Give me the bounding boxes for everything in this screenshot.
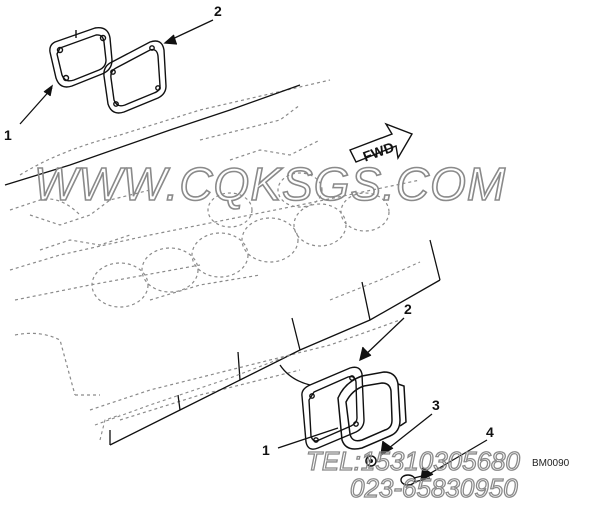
callout-bottom-1: 1 [262,442,270,458]
callout-bottom-4: 4 [486,424,494,440]
block-top-edge [4,84,301,186]
lower-housing-edge [109,239,441,446]
bottom-cover-part-1 [337,371,407,450]
watermark-url: WWW.CQKSGS.COM [34,158,506,210]
lower-housing-dotted-face [94,261,421,441]
seal-part-3 [365,455,377,467]
cylinder-bores [91,172,390,308]
top-gasket-part-2 [103,40,167,114]
top-cover-part-1 [49,27,113,88]
watermark-tel: TEL:15310305680 [306,446,521,476]
callout-top-1: 1 [4,127,12,143]
callout-top-2: 2 [214,3,222,19]
leader-lines [19,19,488,482]
watermark-phone: 023-65830950 [350,473,518,503]
callout-bottom-3: 3 [432,397,440,413]
callout-bottom-2: 2 [404,301,412,317]
part-number-tag: BM0090 [532,458,570,469]
engine-block-outline [9,79,421,421]
